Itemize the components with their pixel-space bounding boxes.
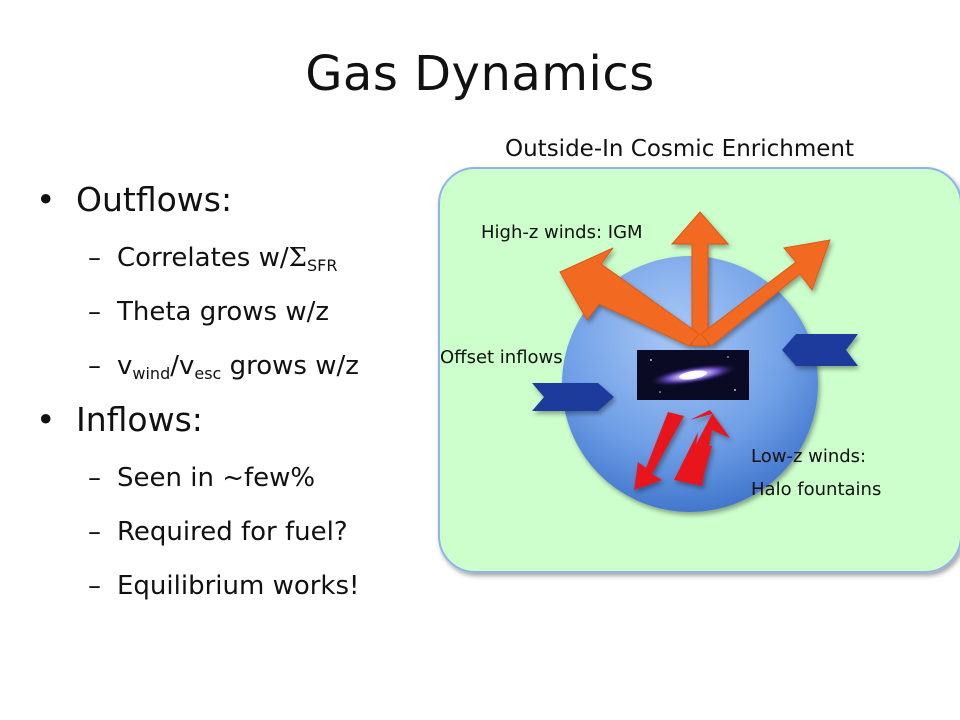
dash-marker: – [88,571,101,601]
sfr-subscript: SFR [306,256,338,275]
bullet-list: Outflows: –Correlates w/ΣSFR –Theta grow… [36,178,359,618]
bullet-outflows: Outflows: [36,178,359,236]
dash-marker: – [88,351,101,381]
halo-fountains-label: Halo fountains [751,479,882,500]
bullet-required: –Required for fuel? [36,510,359,564]
slide-title: Gas Dynamics [305,46,655,102]
grows-text: grows w/z [221,351,359,381]
fountain-arrow-loop [674,410,730,486]
seen-text: Seen in ~few% [117,463,316,493]
offset-inflows-label: Offset inflows [440,347,563,368]
v-text: v [117,351,133,381]
outflow-arrow-left [559,247,700,347]
dash-marker: – [88,463,101,493]
bullet-seen: –Seen in ~few% [36,456,359,510]
slash-v-text: /v [170,351,195,381]
bullet-theta: –Theta grows w/z [36,290,359,344]
low-z-winds-label: Low-z winds: [751,446,867,467]
inflow-arrows [532,334,858,411]
dash-marker: – [88,243,101,273]
galaxy-image [637,350,749,400]
inflow-arrow-right [782,334,858,366]
esc-subscript: esc [194,364,222,383]
dash-marker: – [88,517,101,547]
required-text: Required for fuel? [117,517,348,547]
high-z-winds-label: High-z winds: IGM [481,222,643,243]
wind-subscript: wind [132,364,171,383]
equilibrium-text: Equilibrium works! [117,571,360,601]
dash-marker: – [88,297,101,327]
outflow-arrow-right [700,239,831,347]
bullet-vwind: –vwind/vesc grows w/z [36,344,359,398]
diagram-title: Outside-In Cosmic Enrichment [505,136,854,162]
inflow-arrow-left [532,383,614,411]
sigma-symbol: Σ [288,243,307,273]
theta-text: Theta grows w/z [117,297,330,327]
outflow-arrows [559,211,831,347]
correlates-text: Correlates w/ [117,243,289,273]
bullet-correlates: –Correlates w/ΣSFR [36,236,359,290]
fountain-arrow-down [634,412,684,490]
bullet-equilibrium: –Equilibrium works! [36,564,359,618]
bullet-inflows: Inflows: [36,398,359,456]
fountain-arrows [634,410,730,490]
